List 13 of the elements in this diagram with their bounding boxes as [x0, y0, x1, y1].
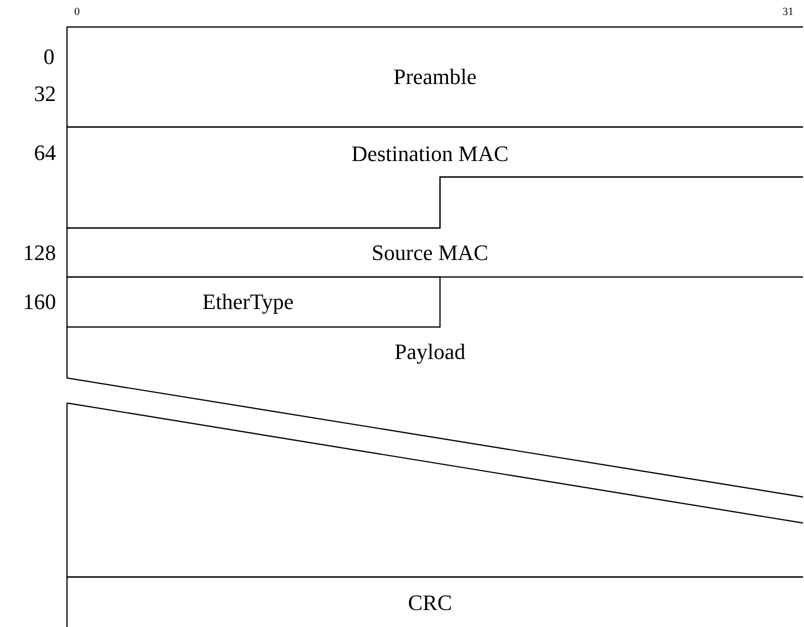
row-offset: 64 [34, 140, 56, 166]
field-name: EtherType [202, 289, 294, 315]
bit-number: 31 [782, 6, 794, 18]
row-offset: 0 [44, 44, 54, 70]
field-name: Payload [394, 339, 466, 365]
bit-number: 0 [74, 6, 80, 18]
row-offset: 128 [23, 240, 56, 266]
row-offset: 32 [34, 81, 56, 107]
field-name: CRC [408, 590, 452, 616]
row-offset: 160 [23, 289, 56, 315]
field-name: Preamble [393, 64, 477, 90]
field-name: Destination MAC [351, 141, 509, 167]
field-name: Source MAC [372, 240, 488, 266]
